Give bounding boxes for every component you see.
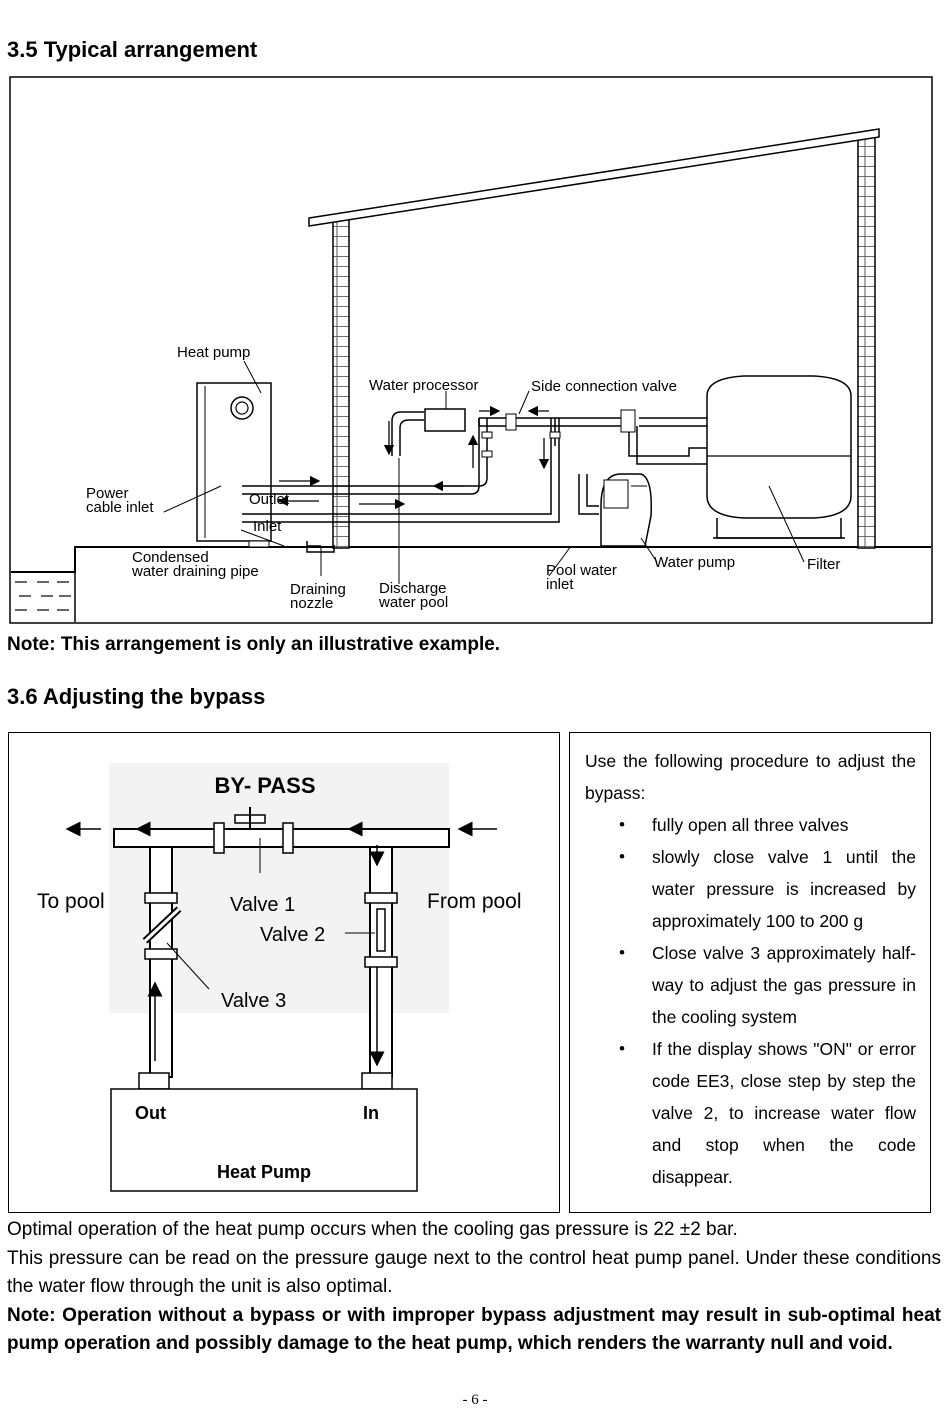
label-pool-water-1: Pool water (546, 562, 617, 579)
label-valve-1: Valve 1 (230, 894, 295, 916)
label-from-pool: From pool (427, 890, 522, 913)
page-number: - 6 - (462, 1392, 488, 1408)
label-pool-water-2: inlet (546, 576, 574, 593)
bypass-diagram: BY- PASS (37, 763, 522, 1192)
left-brick-wall (332, 217, 350, 549)
filter-tank (706, 375, 852, 519)
label-water-processor: Water processor (369, 377, 478, 394)
label-heat-pump-box: Heat Pump (217, 1162, 311, 1182)
body-text: Optimal operation of the heat pump occur… (7, 1216, 941, 1359)
label-out: Out (135, 1103, 166, 1123)
top-bypass-pipe (113, 828, 450, 848)
gauge-paragraph: This pressure can be read on the pressur… (7, 1247, 941, 1298)
arrangement-note: Note: This arrangement is only an illust… (7, 634, 501, 655)
label-condensed-2: water draining pipe (131, 563, 259, 580)
label-power-cable-2: cable inlet (86, 499, 154, 516)
procedure-step: Close valve 3 approximately half-way to … (585, 937, 916, 1033)
label-draining-1: Draining (290, 581, 346, 598)
procedure-step: If the display shows "ON" or error code … (585, 1033, 916, 1193)
bypass-title: BY- PASS (214, 773, 315, 798)
procedure-step: fully open all three valves (585, 809, 916, 841)
label-condensed-1: Condensed (132, 549, 209, 566)
label-filter: Filter (807, 556, 840, 573)
label-discharge-2: water pool (378, 594, 448, 611)
label-discharge-1: Discharge (379, 580, 447, 597)
label-heat-pump: Heat pump (177, 344, 250, 361)
roof (308, 128, 880, 227)
bypass-diagram-box: BY- PASS (8, 732, 560, 1213)
procedure-steps: fully open all three valves slowly close… (585, 809, 916, 1193)
section-3-6-title: 3.6 Adjusting the bypass (7, 684, 266, 709)
procedure-step: slowly close valve 1 until the water pre… (585, 841, 916, 937)
label-draining-2: nozzle (290, 595, 333, 612)
procedure-intro: Use the following procedure to adjust th… (585, 751, 916, 803)
typical-arrangement-figure: Heat pump Power cable inlet Outlet Inlet… (9, 76, 933, 624)
label-outlet: Outlet (249, 491, 290, 508)
label-side-connection-valve: Side connection valve (531, 378, 677, 395)
section-3-5-title: 3.5 Typical arrangement (7, 37, 258, 62)
label-valve-3: Valve 3 (221, 990, 286, 1012)
label-inlet: Inlet (253, 518, 282, 535)
warranty-note: Note: Operation without a bypass or with… (7, 1304, 941, 1355)
label-valve-2: Valve 2 (260, 924, 325, 946)
label-water-pump: Water pump (654, 554, 735, 571)
label-in: In (363, 1103, 379, 1123)
right-brick-wall (857, 132, 876, 549)
label-power-cable-1: Power (86, 485, 129, 502)
pressure-paragraph: Optimal operation of the heat pump occur… (7, 1219, 738, 1240)
label-to-pool: To pool (37, 890, 105, 913)
bypass-procedure-box: Use the following procedure to adjust th… (569, 732, 931, 1213)
heat-pump-box (110, 1088, 418, 1192)
